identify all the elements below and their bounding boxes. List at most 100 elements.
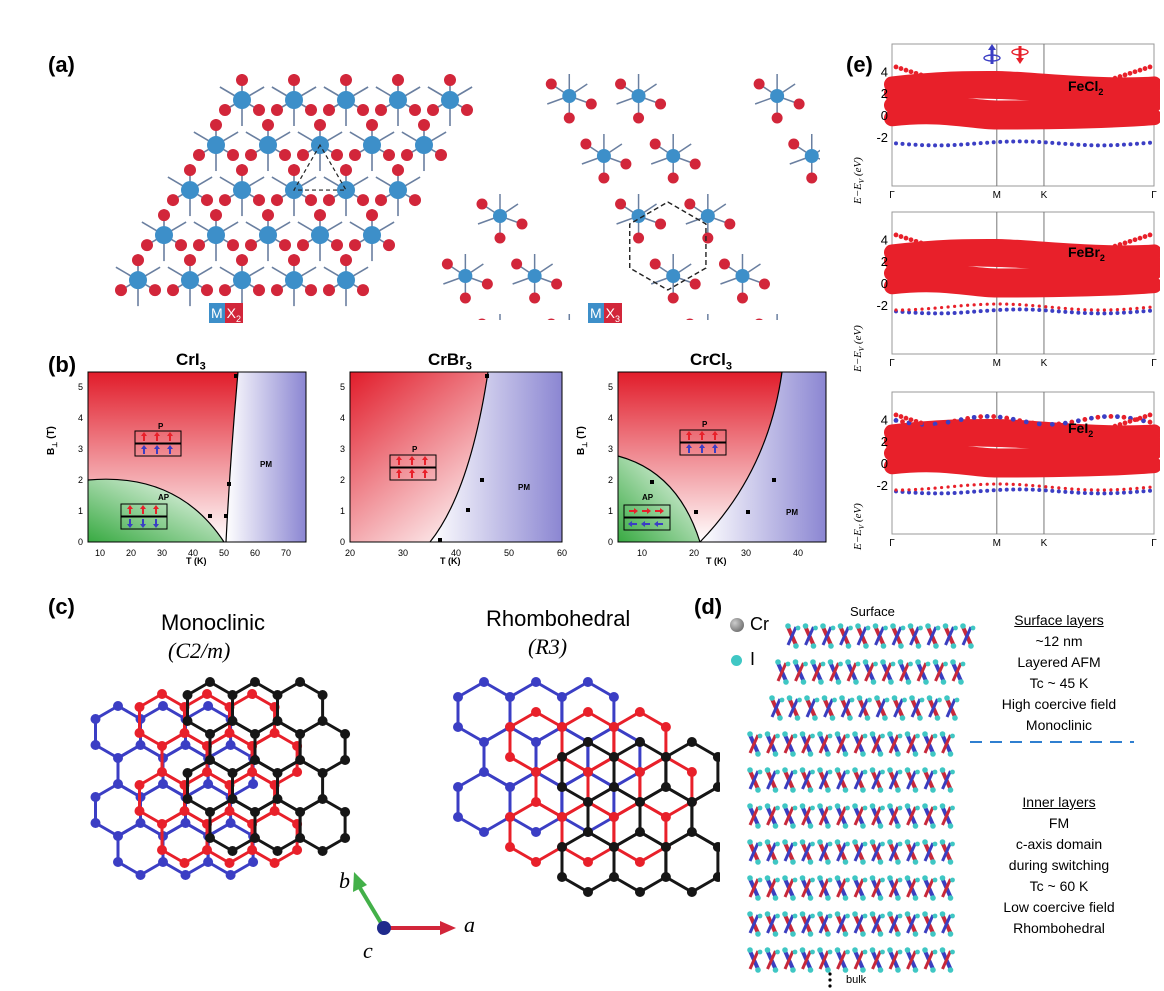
inner-line: Low coercive field [1003,899,1115,915]
halogen-atom [340,74,352,86]
inner-layer-description: Inner layers FM c-axis domain during swi… [984,792,1134,939]
halogen-atom [141,239,153,252]
svg-text:40: 40 [793,548,803,558]
band2-ylabel: E−EV (eV) [852,325,867,372]
halogen-atom [184,254,196,267]
svg-text:20: 20 [126,548,136,558]
svg-text:Γ: Γ [1151,358,1157,369]
svg-text:10: 10 [95,548,105,558]
svg-text:5: 5 [78,382,83,392]
badge-halogen: X3 [603,303,623,324]
halogen-atom [340,254,352,267]
halogen-atom [253,194,265,207]
svg-text:70: 70 [281,548,291,558]
svg-text:4: 4 [78,413,83,423]
halogen-atom [323,194,335,207]
svg-text:Γ: Γ [889,190,895,201]
panel-d-label: (d) [694,594,723,619]
metal-atom [129,271,147,290]
halogen-atom [349,149,361,162]
halogen-atom [401,149,413,162]
halogen-atom [392,164,404,177]
halogen-atom [219,194,231,207]
halogen-atom [323,284,335,297]
svg-text:Γ: Γ [889,358,895,369]
region-p-label: P [412,445,418,454]
svg-text:30: 30 [741,548,751,558]
halogen-atom [236,164,248,177]
band1-ylabel: E−EV (eV) [852,157,867,204]
fecl2-label: FeCl2 [1068,78,1104,97]
metal-atom [337,271,355,290]
svg-text:30: 30 [398,548,408,558]
layer-stack [747,623,1134,988]
svg-text:K: K [1041,358,1048,369]
halogen-atom [314,209,326,222]
halogen-atom [409,104,421,116]
surface-line: Monoclinic [1025,717,1093,733]
metal-atom [181,271,199,290]
halogen-atom [331,149,343,162]
monoclinic-group: (C2/m) [168,638,231,663]
svg-text:2: 2 [340,475,345,485]
halogen-atom [288,74,300,86]
svg-text:40: 40 [188,548,198,558]
inner-line: FM [1048,815,1070,831]
halogen-atom [305,104,317,116]
halogen-atom [366,119,378,132]
panel-b-label: (b) [48,352,77,377]
svg-text:0: 0 [881,276,888,291]
halogen-atom [331,239,343,252]
crcl3-title: CrCl3 [690,350,733,373]
badge-metal: M [588,303,604,323]
halogen-atom [219,104,231,116]
metal-atom [337,91,355,109]
metal-atom [337,181,355,200]
halogen-atom [271,104,283,116]
svg-text:1: 1 [78,506,83,516]
svg-text:0: 0 [608,537,613,547]
svg-text:0: 0 [78,537,83,547]
inner-line: Tc ~ 60 K [1029,878,1089,894]
halogen-atom [357,284,369,297]
svg-text:1: 1 [340,506,345,516]
halogen-atom [175,239,187,252]
phase-diagrams: P AP PM P PM P AP [87,371,827,543]
halogen-atom [314,119,326,132]
metal-atom [207,136,225,155]
svg-text:Γ: Γ [1151,538,1157,549]
metal-atom [155,226,173,245]
svg-text:4: 4 [608,413,613,423]
svg-text:M: M [993,538,1001,549]
halogen-atom [383,149,395,162]
svg-text:2: 2 [881,86,888,101]
region-pm-label: PM [260,460,272,469]
halogen-atom [383,239,395,252]
fei2-label: FeI2 [1068,420,1094,439]
febr2-label: FeBr2 [1068,244,1105,263]
halogen-atom [288,164,300,177]
band3-ylabel: E−EV (eV) [852,503,867,550]
svg-text:3: 3 [608,444,613,454]
svg-text:2: 2 [881,254,888,269]
halogen-atom [375,194,387,207]
surface-layers-header: Surface layers [1014,612,1104,628]
stacking-diagrams [90,677,720,935]
panel-e-label: (e) [846,52,873,77]
panel-a-label: (a) [48,52,75,77]
halogen-atom [210,209,222,222]
metal-atom [389,91,407,109]
halogen-atom [245,149,257,162]
halogen-atom [227,239,239,252]
halogen-atom [427,104,439,116]
metal-atom [363,226,381,245]
halogen-atom [158,209,170,222]
rhombohedral-title: Rhombohedral [486,606,631,631]
surface-line: Layered AFM [1017,654,1101,670]
metal-atom [415,136,433,155]
halogen-atom [193,239,205,252]
halogen-atom [435,149,447,162]
